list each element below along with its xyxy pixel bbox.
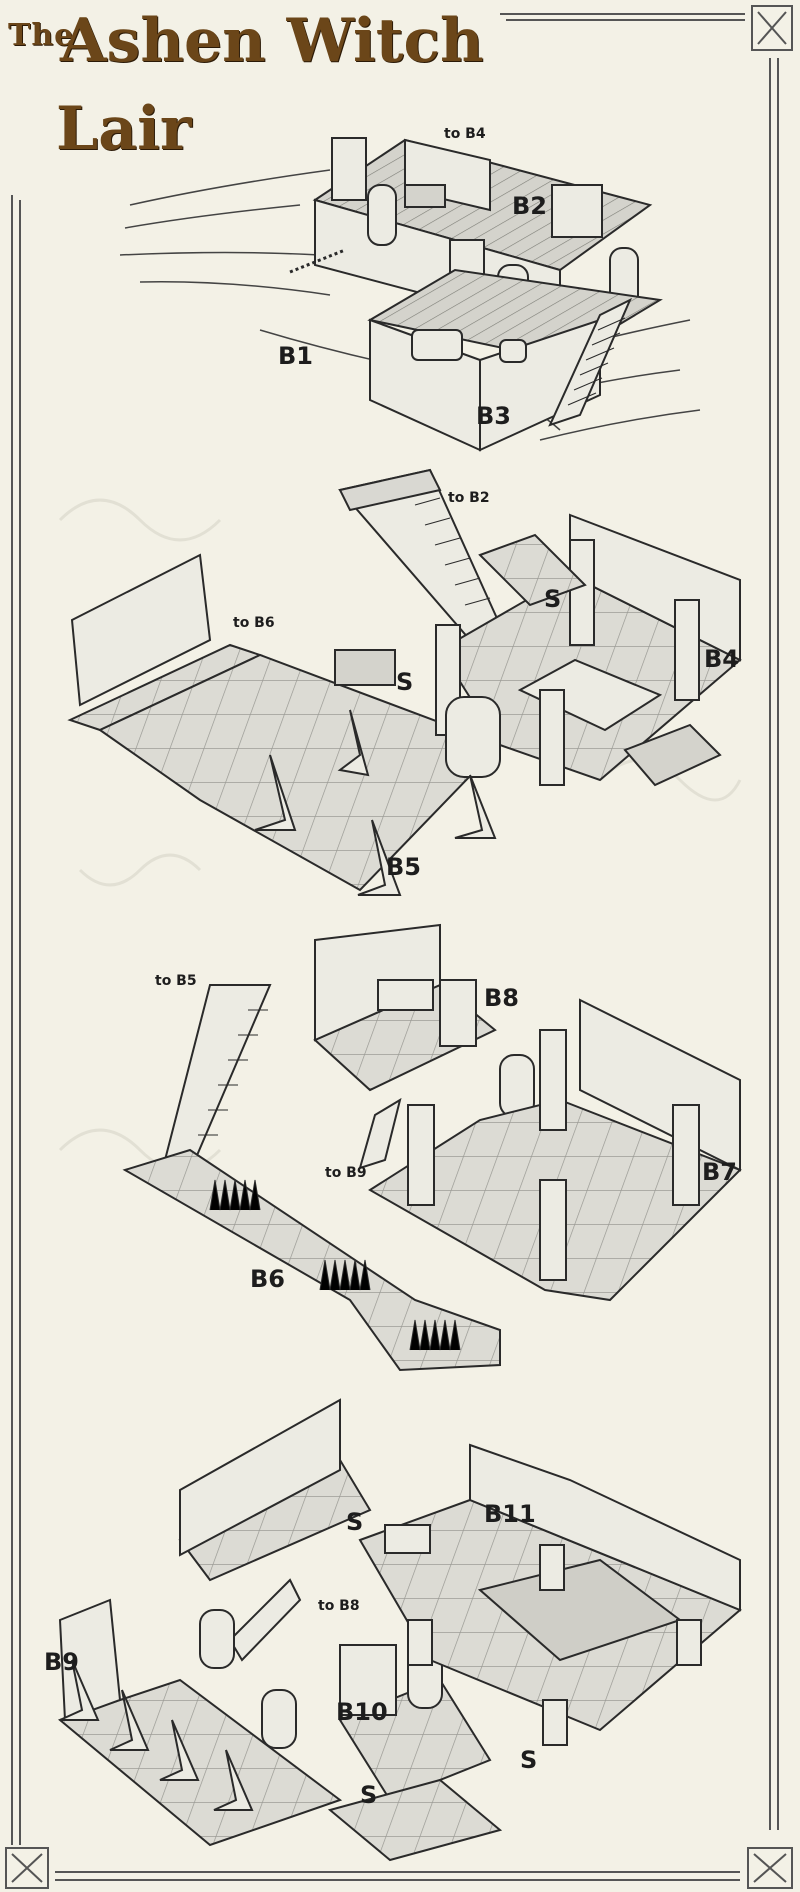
- label-b5: B5: [386, 853, 421, 881]
- spike-traps: [209, 1179, 461, 1351]
- pillar-b11-2: [407, 1619, 433, 1666]
- pillar-b11: [539, 1544, 565, 1591]
- label-b11: B11: [484, 1500, 536, 1528]
- stairs-to-b9: [358, 1097, 402, 1170]
- label-b4: B4: [704, 645, 739, 673]
- stairs-to-b8: [228, 1578, 302, 1662]
- summoning-circle: [623, 723, 722, 787]
- nav-to-b6: to B6: [233, 615, 275, 631]
- secret-door-mark-4: S: [360, 1781, 377, 1809]
- corner-ornament-bottom-right: [747, 1847, 793, 1889]
- label-b8: B8: [484, 984, 519, 1012]
- desk: [377, 979, 434, 1011]
- label-b9: B9: [44, 1648, 79, 1676]
- label-b1: B1: [278, 342, 313, 370]
- nav-to-b4: to B4: [444, 126, 486, 142]
- label-b2: B2: [512, 192, 547, 220]
- chest: [411, 329, 463, 361]
- nav-to-b5: to B5: [155, 973, 197, 989]
- label-b3: B3: [476, 402, 511, 430]
- pillar-b7: [407, 1104, 435, 1206]
- pillar-b7-4: [672, 1104, 700, 1206]
- secret-door-mark-2: S: [396, 668, 413, 696]
- witch-statues: [254, 709, 497, 896]
- barrel: [499, 339, 527, 363]
- door-b9-2: [261, 1689, 297, 1749]
- label-b6: B6: [250, 1265, 285, 1293]
- b6-corridor-wall: [70, 553, 212, 707]
- door-b4: [445, 696, 501, 778]
- stairs-steps-b5: [198, 1009, 268, 1136]
- label-b7: B7: [702, 1158, 737, 1186]
- title-prefix: The: [8, 18, 75, 53]
- pillar-b11-4: [542, 1699, 568, 1746]
- stairs-to-b4: [548, 297, 633, 427]
- secret-door-mark: S: [544, 585, 561, 613]
- nav-to-b2: to B2: [448, 490, 490, 506]
- room-b11-wall: [469, 1443, 741, 1612]
- witch-statues-b9: [59, 1659, 254, 1811]
- nav-to-b9: to B9: [325, 1165, 367, 1181]
- secret-door-mark-3: S: [346, 1508, 363, 1536]
- title-sub: Lair: [56, 94, 192, 164]
- corner-ornament-bottom-left: [5, 1847, 49, 1889]
- room-b10-wall: [339, 1644, 397, 1716]
- stairs-steps-b2: [414, 497, 491, 606]
- pillar-2: [569, 539, 595, 646]
- level-2: [67, 468, 742, 896]
- nav-to-b8: to B8: [318, 1598, 360, 1614]
- map-title: The Ashen Witch Lair: [6, 6, 484, 168]
- level-1-lodge: [119, 137, 701, 452]
- secret-door-mark-5: S: [520, 1746, 537, 1774]
- page-border: [5, 5, 793, 1889]
- room-b5-floor: [98, 653, 502, 892]
- table: [404, 184, 446, 208]
- bed: [551, 184, 603, 238]
- crate: [384, 1524, 431, 1554]
- label-b10: B10: [336, 1698, 388, 1726]
- pillar-b11-3: [676, 1619, 702, 1666]
- secret-corridor: [327, 1778, 503, 1862]
- stairs-b1: [289, 248, 346, 274]
- pillar-4: [674, 599, 700, 701]
- level-3: [122, 923, 742, 1372]
- landing-to-b2: [338, 468, 442, 512]
- pillar-3: [539, 689, 565, 786]
- bookshelf-b8: [439, 979, 477, 1047]
- barrels: [334, 649, 396, 686]
- door-b9: [199, 1609, 235, 1669]
- stairs-steps: [567, 317, 626, 406]
- bookshelf: [331, 137, 367, 201]
- pit: [517, 658, 663, 732]
- pillar-b7-3: [539, 1179, 567, 1281]
- title-main: Ashen Witch: [60, 6, 484, 76]
- secret-passage-b4: [478, 533, 587, 607]
- room-upper-wall: [179, 1398, 341, 1557]
- stairs-to-b5: [163, 984, 272, 1161]
- level-4: [57, 1398, 742, 1862]
- corner-ornament-top-right: [751, 5, 793, 51]
- wardrobe: [367, 184, 397, 246]
- pillar-b7-2: [539, 1029, 567, 1131]
- room-b9-wall: [58, 1598, 122, 1722]
